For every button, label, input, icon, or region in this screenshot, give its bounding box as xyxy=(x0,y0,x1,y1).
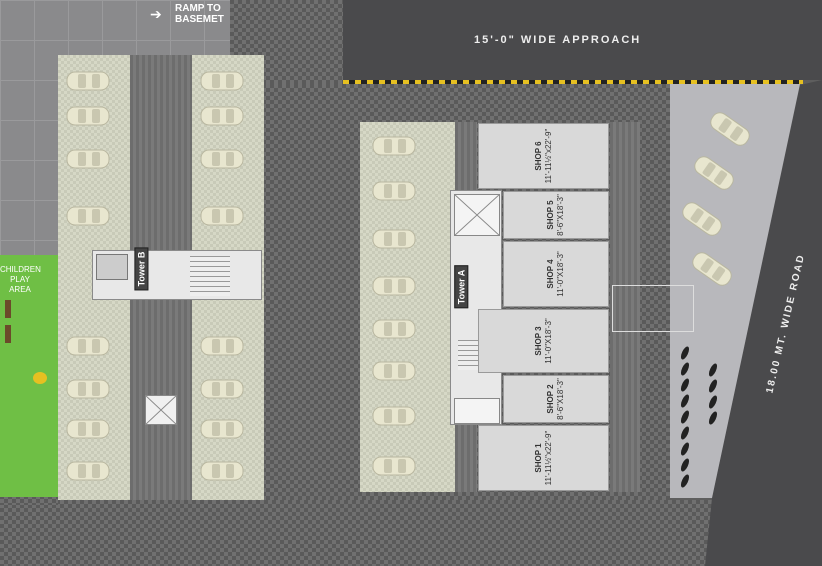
hazard-stripe xyxy=(343,80,803,84)
tower-a-parking xyxy=(360,122,455,492)
bike-icon xyxy=(680,361,690,377)
shop-name: SHOP 4 xyxy=(546,259,555,289)
shop-size: 11'-11½"x22'-9" xyxy=(543,128,553,184)
bike-icon xyxy=(708,394,718,410)
car-icon xyxy=(66,105,110,127)
tower-b-stairs xyxy=(190,256,230,296)
bike-icon xyxy=(680,345,690,361)
bike-icon xyxy=(680,393,690,409)
car-icon xyxy=(680,202,724,236)
tower-a-shaft-bottom xyxy=(454,398,500,424)
car-icon xyxy=(200,105,244,127)
ramp-label: RAMP TO BASEMET xyxy=(175,3,224,25)
tower-a-tag: Tower A xyxy=(454,265,469,309)
shop-size: 11'-0"X18'-3" xyxy=(543,318,553,364)
bike-icon xyxy=(680,409,690,425)
approach-label: 15'-0" WIDE APPROACH xyxy=(474,34,642,46)
car-icon xyxy=(200,148,244,170)
bike-icon xyxy=(680,457,690,473)
children-label: CHILDREN PLAY AREA xyxy=(0,265,41,294)
shop-size: 11'-0"X18'-3" xyxy=(556,251,565,297)
shop-name: SHOP 3 xyxy=(533,326,543,356)
car-icon xyxy=(692,156,736,190)
bench-icon xyxy=(5,300,11,318)
car-icon xyxy=(200,70,244,92)
bike-icon xyxy=(680,425,690,441)
shop-name: SHOP 1 xyxy=(533,443,543,473)
car-icon xyxy=(66,378,110,400)
car-icon xyxy=(372,455,416,477)
tower-b-lift xyxy=(96,254,128,280)
car-icon xyxy=(200,205,244,227)
bike-icon xyxy=(708,362,718,378)
car-icon xyxy=(372,318,416,340)
bike-icon xyxy=(708,378,718,394)
shop-name: SHOP 2 xyxy=(546,384,555,414)
car-icon xyxy=(372,228,416,250)
shop-name: SHOP 5 xyxy=(546,200,555,230)
bike-icon xyxy=(680,377,690,393)
paving-bottom xyxy=(0,500,712,566)
tower-b-shaft-cross xyxy=(145,395,177,425)
shop-frontage xyxy=(610,122,640,492)
car-icon xyxy=(66,335,110,357)
car-icon xyxy=(66,70,110,92)
car-icon xyxy=(200,378,244,400)
shop-size: 8'-6"X18'-3" xyxy=(556,378,565,420)
tower-a-shaft-cross xyxy=(454,194,500,236)
car-icon xyxy=(200,335,244,357)
car-icon xyxy=(66,418,110,440)
bike-icon xyxy=(708,410,718,426)
approach-road xyxy=(343,0,822,80)
bike-icon xyxy=(680,473,690,489)
car-icon xyxy=(200,418,244,440)
car-icon xyxy=(372,180,416,202)
car-icon xyxy=(708,112,752,146)
car-icon xyxy=(66,148,110,170)
shop-name: SHOP 6 xyxy=(533,141,543,171)
play-equipment-icon xyxy=(33,372,47,384)
shop-size: 8'-6"X18'-3" xyxy=(556,194,565,236)
car-icon xyxy=(690,252,734,286)
children-play-area xyxy=(0,255,58,497)
bike-icon xyxy=(680,441,690,457)
ramp-arrow-icon: ➔ xyxy=(150,6,162,22)
car-icon xyxy=(372,275,416,297)
car-icon xyxy=(372,360,416,382)
entry-marker xyxy=(612,285,694,332)
car-icon xyxy=(200,460,244,482)
car-icon xyxy=(372,135,416,157)
car-icon xyxy=(66,205,110,227)
car-icon xyxy=(372,405,416,427)
bench-icon xyxy=(5,325,11,343)
car-icon xyxy=(66,460,110,482)
tower-b-tag: Tower B xyxy=(134,247,149,291)
shop-size: 11'-11½"x22'-9" xyxy=(543,430,553,486)
